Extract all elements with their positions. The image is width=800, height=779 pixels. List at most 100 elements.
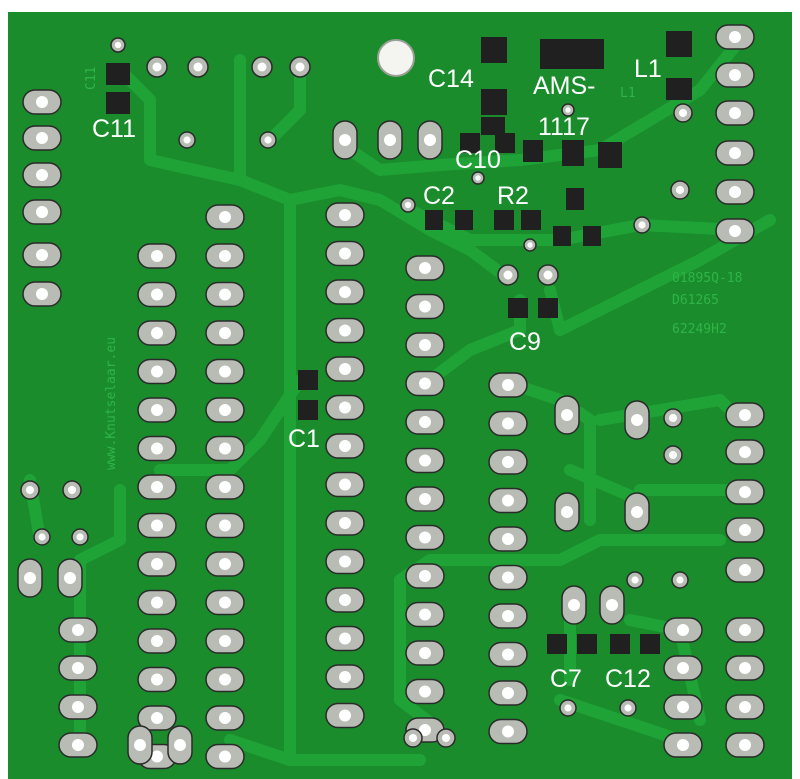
- drill-hole: [151, 365, 163, 378]
- drill-hole: [419, 531, 431, 544]
- via-hole: [543, 270, 553, 280]
- smd-pad: [106, 63, 130, 85]
- smd-pad: [610, 634, 630, 654]
- silkscreen-url: www.Knutselaar.eu: [104, 337, 119, 470]
- silkscreen-layer: www.Knutselaar.eu 01895Q-18 D61265 62249…: [84, 67, 742, 470]
- via-hole: [441, 733, 451, 743]
- drill-hole: [339, 478, 351, 491]
- drill-hole: [219, 288, 231, 301]
- drill-hole: [339, 517, 351, 529]
- smd-pad: [562, 140, 584, 166]
- drill-hole: [739, 446, 751, 458]
- drill-hole: [677, 739, 689, 751]
- drill-hole: [419, 493, 431, 505]
- drill-hole: [219, 365, 231, 378]
- via-hole: [564, 704, 572, 712]
- drill-hole: [606, 599, 618, 611]
- via-hole: [503, 270, 513, 280]
- via-hole: [38, 533, 46, 541]
- drill-hole: [419, 570, 431, 582]
- drill-hole: [419, 416, 431, 428]
- drill-hole: [339, 632, 351, 645]
- drill-hole: [36, 249, 48, 261]
- drill-hole: [219, 635, 231, 647]
- silkscreen-c11-mark: C11: [84, 67, 99, 90]
- drill-hole: [151, 288, 163, 301]
- drill-hole: [151, 712, 163, 724]
- via-hole: [676, 576, 684, 584]
- via-hole: [67, 485, 77, 495]
- drill-hole: [339, 134, 351, 146]
- label-c7: C7: [550, 665, 582, 693]
- label-c9: C9: [509, 328, 541, 356]
- via-hole: [668, 413, 678, 423]
- drill-hole: [339, 440, 351, 452]
- smd-pad: [598, 142, 622, 168]
- drill-hole: [561, 506, 573, 518]
- drill-hole: [502, 610, 514, 622]
- drill-hole: [419, 685, 431, 698]
- drill-hole: [64, 572, 76, 584]
- drill-hole: [339, 555, 351, 568]
- smd-pad: [666, 31, 692, 57]
- via-hole: [565, 107, 571, 113]
- via-hole: [638, 221, 646, 229]
- via-group: [20, 37, 693, 748]
- drill-hole: [729, 147, 741, 159]
- drill-hole: [151, 404, 163, 416]
- drill-hole: [174, 739, 186, 751]
- via-hole: [475, 175, 481, 181]
- drill-hole: [739, 524, 751, 536]
- silkscreen-l1-mark: L1: [620, 86, 636, 101]
- drill-hole: [561, 409, 573, 421]
- drill-hole: [151, 673, 163, 686]
- drill-hole: [739, 701, 751, 713]
- drill-hole: [151, 519, 163, 532]
- smd-pad: [583, 226, 601, 246]
- label-c2: C2: [423, 182, 455, 210]
- smd-pad: [566, 188, 584, 210]
- drill-hole: [631, 506, 643, 518]
- smd-pad-group: [106, 31, 692, 654]
- smd-pad: [508, 298, 528, 318]
- drill-hole: [219, 673, 231, 686]
- drill-hole: [729, 186, 741, 198]
- via-hole: [668, 450, 678, 460]
- via-hole: [76, 533, 84, 541]
- smd-pad: [523, 140, 543, 162]
- label-r2: R2: [497, 182, 529, 210]
- drill-hole: [151, 481, 163, 493]
- label-ams-line1: AMS-: [533, 72, 596, 100]
- drill-hole: [72, 739, 84, 751]
- drill-hole: [72, 624, 84, 636]
- via-hole: [295, 62, 305, 72]
- drill-hole: [339, 709, 351, 722]
- via-hole: [152, 62, 162, 72]
- drill-hole: [339, 247, 351, 260]
- drill-hole: [419, 300, 431, 313]
- drill-hole: [502, 379, 514, 391]
- drill-hole: [339, 671, 351, 683]
- label-c1: C1: [288, 425, 320, 453]
- smd-pad: [106, 92, 130, 114]
- drill-hole: [739, 564, 751, 576]
- smd-pad: [455, 210, 473, 230]
- silkscreen-code-3: 62249H2: [672, 322, 727, 337]
- drill-hole: [419, 377, 431, 390]
- smd-pad: [538, 298, 558, 318]
- via-hole: [114, 41, 122, 49]
- drill-hole: [419, 724, 431, 736]
- drill-hole: [729, 69, 741, 81]
- via-hole: [257, 62, 267, 72]
- drill-hole: [419, 454, 431, 467]
- label-c10: C10: [455, 146, 501, 174]
- drill-hole: [219, 211, 231, 223]
- smd-pad: [425, 210, 443, 230]
- drill-hole: [24, 572, 36, 584]
- drill-hole: [151, 327, 163, 339]
- drill-hole: [677, 624, 689, 636]
- smd-pad: [481, 117, 505, 135]
- smd-pad: [640, 634, 660, 654]
- drill-hole: [631, 414, 643, 426]
- drill-hole: [339, 324, 351, 337]
